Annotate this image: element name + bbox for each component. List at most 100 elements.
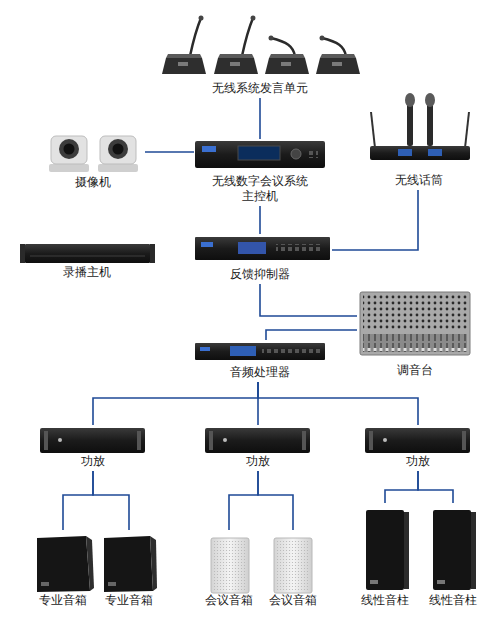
device-node: 摄像机 [40,130,145,192]
gooseneck [190,18,201,56]
speaker-cabinet [37,536,90,592]
signal-wire [260,284,357,316]
pro-speaker [37,536,94,592]
device-label: 专业音箱 [39,593,87,608]
conference-speaker [274,538,312,593]
device-label: 专业音箱 [105,593,153,608]
device-label: 线性音柱 [361,593,409,608]
column-side [404,512,409,589]
camera-body [51,136,87,164]
line-array-column [366,510,409,590]
signal-wire [258,471,293,530]
device-label: 调音台 [397,363,433,378]
signal-wire [266,330,357,340]
desk-microphone [162,16,206,75]
fader-strip [363,334,467,352]
device-label: 无线系统发言单元 [212,81,308,96]
mic-button [332,62,342,66]
signal-wire [418,471,453,503]
column-side [471,512,476,589]
signal-wire [259,98,261,139]
handheld-mic [407,104,413,146]
recorder-host [20,244,155,263]
camera-base [49,164,89,172]
camera-base [98,164,138,172]
device-node: 录播主机 [20,238,154,282]
device-node: 调音台 [357,288,473,380]
mic-base-top [320,54,356,58]
power-amplifier [40,428,145,453]
camera-lens-ring [108,139,128,159]
ptz-camera [49,136,89,172]
mic-base [316,58,360,74]
button-row [262,348,320,354]
device-label: 功放 [81,454,105,469]
mic-head [269,36,274,41]
conference-speaker [211,538,249,593]
device-node: 会议音箱 [198,530,260,610]
speaker-logo [41,582,49,586]
amp-handle [209,431,213,450]
rack-chassis [195,343,325,360]
gooseneck [271,38,295,56]
lcd-display [230,346,256,356]
desk-microphone [265,36,309,75]
power-led [383,438,387,442]
knob-grid [363,295,467,331]
amp-handle [44,431,48,450]
gooseneck [242,18,253,56]
power-amplifier [205,428,310,453]
mic-grille [425,93,435,107]
power-amplifier [365,428,470,453]
signal-wire [259,206,261,234]
amp-handle [137,431,141,450]
column-cabinet [366,510,404,590]
power-led [58,438,62,442]
speaker-logo [370,580,378,584]
rack-chassis [25,244,150,263]
device-label: 音频处理器 [230,365,290,380]
speaker-cabinet [104,536,153,592]
ptz-camera [98,136,138,172]
device-node: 专业音箱 [32,530,94,610]
device-node: 无线数字会议系统 主控机 [194,139,326,206]
speaker-cabinet [274,538,312,593]
device-node: 线性音柱 [352,503,418,610]
button-row [306,150,318,158]
speaker-side [150,536,157,591]
device-label: 会议音箱 [205,593,253,608]
amp-handle [369,431,373,450]
antenna [371,112,375,148]
antenna [465,112,469,148]
signal-wire [258,382,418,425]
device-label: 功放 [406,454,430,469]
mic-button [178,62,188,66]
device-label: 无线话筒 [395,173,443,188]
receiver-chassis [370,146,470,160]
audio-processor [195,343,325,360]
desk-microphone [316,36,360,75]
signal-wire [93,471,129,530]
amp-chassis [365,428,470,453]
device-node: 会议音箱 [262,530,324,610]
speaker-grille [214,541,246,590]
camera-lens [113,144,124,155]
device-label: 反馈抑制器 [230,267,290,282]
mic-button [230,62,240,66]
device-label: 摄像机 [75,175,111,190]
brand-badge [201,242,213,247]
mic-head [199,16,204,21]
device-node: 功放 [361,425,475,471]
conference-host [195,141,325,168]
signal-wire [93,382,258,425]
signal-wire [332,190,418,250]
button-row [276,244,322,252]
mic-base [214,58,258,74]
rack-ear [150,244,155,263]
device-node: 线性音柱 [420,503,486,610]
speaker-logo [108,582,116,586]
device-label: 录播主机 [63,265,111,280]
device-label: 功放 [246,454,270,469]
signal-wire [385,471,418,503]
mic-base-top [218,54,254,58]
